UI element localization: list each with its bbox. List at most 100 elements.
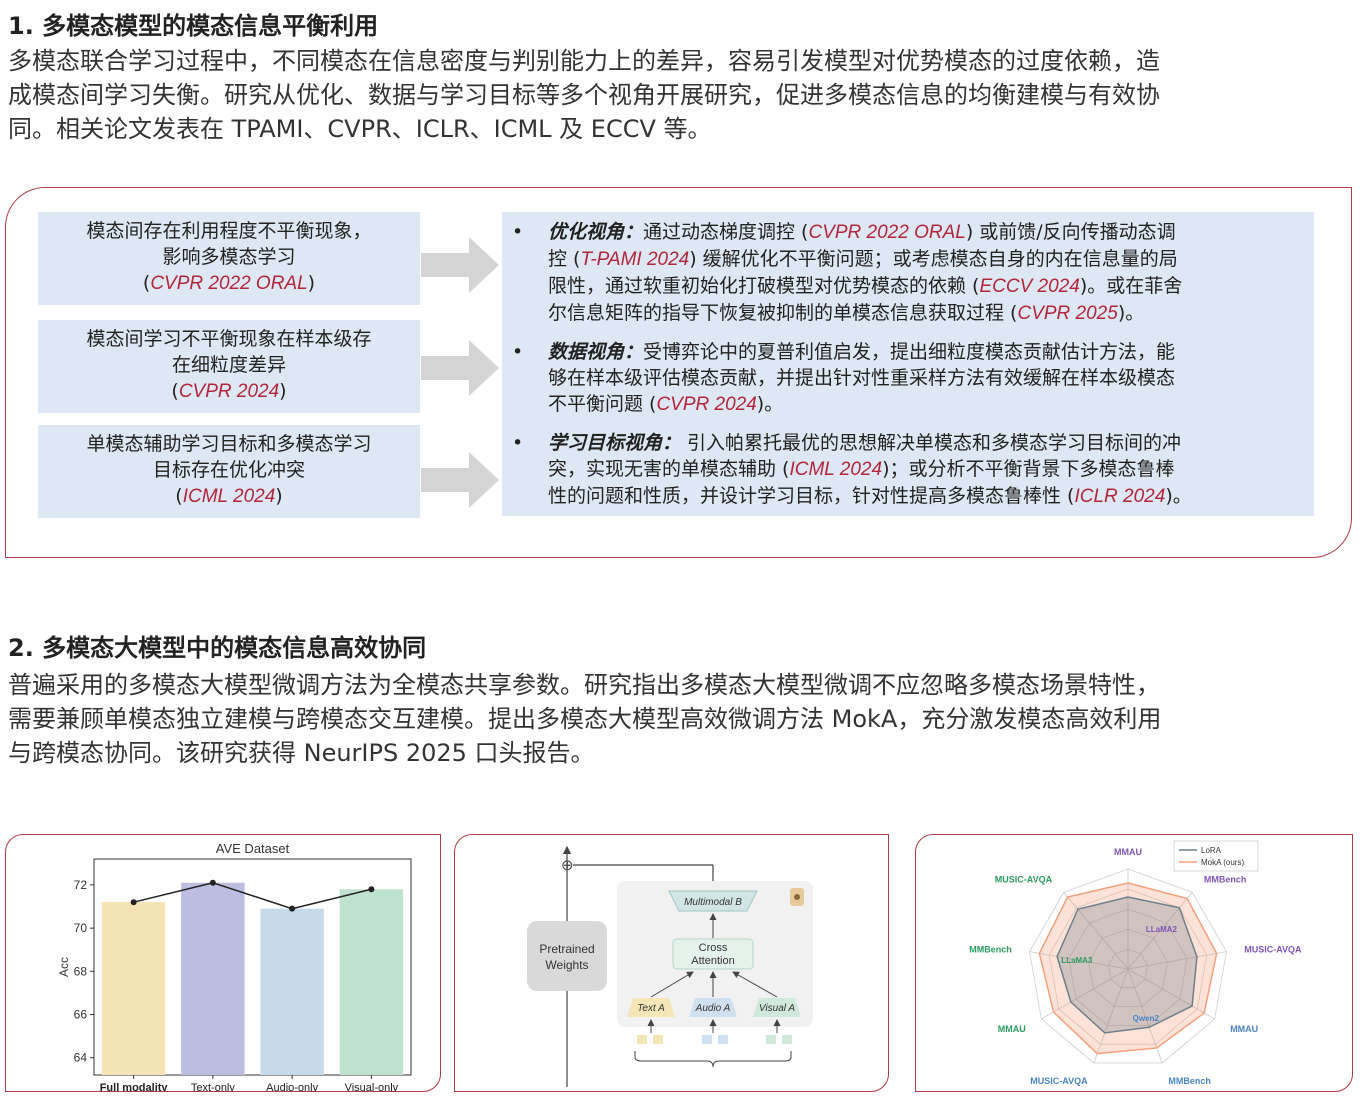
y-tick-label: 66 (74, 1008, 88, 1022)
legend-lora-label: LoRA (1201, 846, 1222, 855)
venue-citation: ICML 2024 (789, 459, 883, 480)
section1-paragraph: 多模态联合学习过程中，不同模态在信息密度与判别能力上的差异，容易引发模型对优势模… (8, 44, 1360, 146)
radar-spoke (1029, 951, 1129, 970)
venue-citation: CVPR 2024 (656, 394, 757, 415)
problem-line: 模态间存在利用程度不平衡现象， (86, 220, 372, 242)
y-tick-label: 70 (74, 921, 88, 935)
radar-axis-label: MMBench (1204, 875, 1247, 885)
plus-icon: ⊕ (561, 857, 574, 874)
pretrained-label: Weights (545, 958, 588, 972)
audio-a-block (689, 998, 737, 1017)
radar-axis-label: MMBench (969, 945, 1012, 955)
legend-moka-label: MokA (ours) (1201, 858, 1244, 867)
text-a-label: Text A (637, 1003, 665, 1014)
trend-line (133, 881, 372, 910)
trend-point (209, 879, 216, 886)
arrow-right-icon (421, 237, 499, 293)
paragraph-line: 与跨模态协同。该研究获得 NeurIPS 2025 口头报告。 (8, 739, 595, 767)
radar-spoke (1063, 892, 1129, 970)
radar-group-label: Qwen2 (1133, 1014, 1160, 1023)
problem-line: 目标存在优化冲突 (152, 459, 305, 481)
cross-attention-block (672, 938, 754, 970)
radar-axis-label: MMAU (998, 1024, 1026, 1034)
radar-axis-label: MMAU (1114, 847, 1142, 857)
paragraph-line: 同。相关论文发表在 TPAMI、CVPR、ICLR、ICML 及 ECCV 等。 (8, 115, 712, 143)
plot-frame (93, 858, 412, 1076)
moka-architecture-diagram: ⊕ Pretrained Weights Multimodal B Cross … (527, 845, 813, 1087)
paragraph-line: 普遍采用的多模态大模型微调方法为全模态共享参数。研究指出多模态大模型微调不应忽略… (8, 671, 1160, 699)
radar-spoke (1127, 951, 1227, 970)
venue-citation: T-PAMI 2024 (580, 249, 690, 270)
bullet-keyword: 数据视角： (548, 341, 644, 363)
arrow-right-icon (421, 452, 499, 508)
bullet-line: 学习目标视角： 引入帕累托最优的思想解决单模态和多模态学习目标间的冲 (548, 432, 1182, 454)
pretrained-label: Pretrained (539, 942, 594, 956)
problem-box-1: 模态间存在利用程度不平衡现象， 影响多模态学习 (CVPR 2022 ORAL) (38, 212, 420, 305)
bullet-line: 够在样本级评估模态贡献，并提出针对性重采样方法有效缓解在样本级模态 (548, 367, 1176, 389)
bullet-line: 优化视角：通过动态梯度调控 (CVPR 2022 ORAL) 或前馈/反向传播动… (548, 221, 1176, 243)
multimodal-b-label: Multimodal B (684, 897, 742, 908)
chart-title: AVE Dataset (216, 841, 290, 856)
audio-token (718, 1035, 728, 1044)
venue-citation: ECCV 2024 (979, 276, 1080, 297)
radar-axis-label: MUSIC-AVQA (995, 875, 1053, 885)
radar-axis-label: MMAU (1230, 1024, 1258, 1034)
paragraph-line: 需要兼顾单模态独立建模与跨模态交互建模。提出多模态大模型高效微调方法 MokA，… (8, 705, 1162, 733)
bullet-line: 控 (T-PAMI 2024) 缓解优化不平衡问题；或考虑模态自身的内在信息量的… (548, 248, 1178, 270)
bullet-line: 数据视角：受博弈论中的夏普利值启发，提出细粒度模态贡献估计方法，能 (548, 341, 1176, 363)
problem-box-2: 模态间学习不平衡现象在样本级存 在细粒度差异 (CVPR 2024) (38, 320, 420, 413)
problem-venue: (CVPR 2022 ORAL) (142, 272, 316, 294)
bullet-objective: • 学习目标视角： 引入帕累托最优的思想解决单模态和多模态学习目标间的冲 突，实… (512, 430, 1312, 510)
bar (260, 908, 324, 1075)
problem-venue: (ICML 2024) (175, 485, 283, 507)
problem-venue: (CVPR 2024) (171, 380, 287, 402)
paragraph-line: 多模态联合学习过程中，不同模态在信息密度与判别能力上的差异，容易引发模型对优势模… (8, 47, 1160, 75)
problem-line: 影响多模态学习 (162, 246, 296, 268)
moka-diagram-panel: ⊕ Pretrained Weights Multimodal B Cross … (454, 834, 889, 1092)
venue-citation: ICML 2024 (182, 486, 276, 507)
audio-token (702, 1035, 712, 1044)
bullet-line: 限性，通过软重初始化打破模型对优势模态的依赖 (ECCV 2024)。或在菲舍 (548, 275, 1183, 297)
radar-spoke (1127, 892, 1193, 970)
moka-series (1038, 882, 1218, 1055)
bullet-line: 不平衡问题 (CVPR 2024)。 (548, 393, 784, 415)
visual-a-block (753, 998, 801, 1017)
cross-attention-label: Cross (699, 942, 728, 954)
problem-box-3: 单模态辅助学习目标和多模态学习 目标存在优化冲突 (ICML 2024) (38, 425, 420, 518)
y-tick-label: 72 (74, 878, 88, 892)
bullet-dot: • (512, 432, 524, 454)
bullet-data: • 数据视角：受博弈论中的夏普利值启发，提出细粒度模态贡献估计方法，能 够在样本… (512, 339, 1312, 418)
radar-grid-ring (1107, 948, 1149, 989)
problem-line: 单模态辅助学习目标和多模态学习 (86, 433, 372, 455)
x-tick-label: Audio-only (266, 1082, 318, 1092)
bar (101, 902, 166, 1075)
y-tick-label: 68 (74, 964, 88, 978)
venue-citation: CVPR 2022 ORAL (808, 222, 966, 243)
visual-token (766, 1035, 776, 1044)
bullet-line: 性的问题和性质，并设计学习目标，针对性提高多模态鲁棒性 (ICLR 2024)。 (548, 485, 1192, 507)
text-token (653, 1035, 663, 1044)
lora-series (1056, 896, 1198, 1034)
bullet-line: 突，实现无害的单模态辅助 (ICML 2024)；或分析不平衡背景下多模态鲁棒 (548, 458, 1175, 480)
bar (181, 882, 245, 1075)
pretrained-weights-block (527, 921, 607, 991)
radar-group-label: LLaMA3 (1061, 956, 1093, 965)
radar-axis-label: MUSIC-AVQA (1030, 1076, 1088, 1086)
radar-spoke (1127, 968, 1215, 1020)
problem-line: 在细粒度差异 (171, 354, 286, 376)
trend-point (368, 886, 375, 893)
legend-box (1173, 840, 1259, 872)
bar (339, 889, 404, 1075)
multimodal-b-block (668, 890, 758, 912)
radar-axis-label: MMBench (1168, 1076, 1211, 1086)
text-a-block (627, 998, 675, 1017)
radar-spoke (1041, 968, 1129, 1020)
x-tick-label: Text-only (191, 1082, 236, 1092)
y-tick-label: 64 (74, 1051, 88, 1065)
venue-citation: CVPR 2022 ORAL (150, 273, 308, 294)
section2-title: 2. 多模态大模型中的模态信息高效协同 (8, 634, 427, 662)
x-tick-label: Visual-only (345, 1082, 399, 1092)
problem-line: 模态间学习不平衡现象在样本级存 (86, 328, 372, 350)
text-token (637, 1035, 647, 1044)
